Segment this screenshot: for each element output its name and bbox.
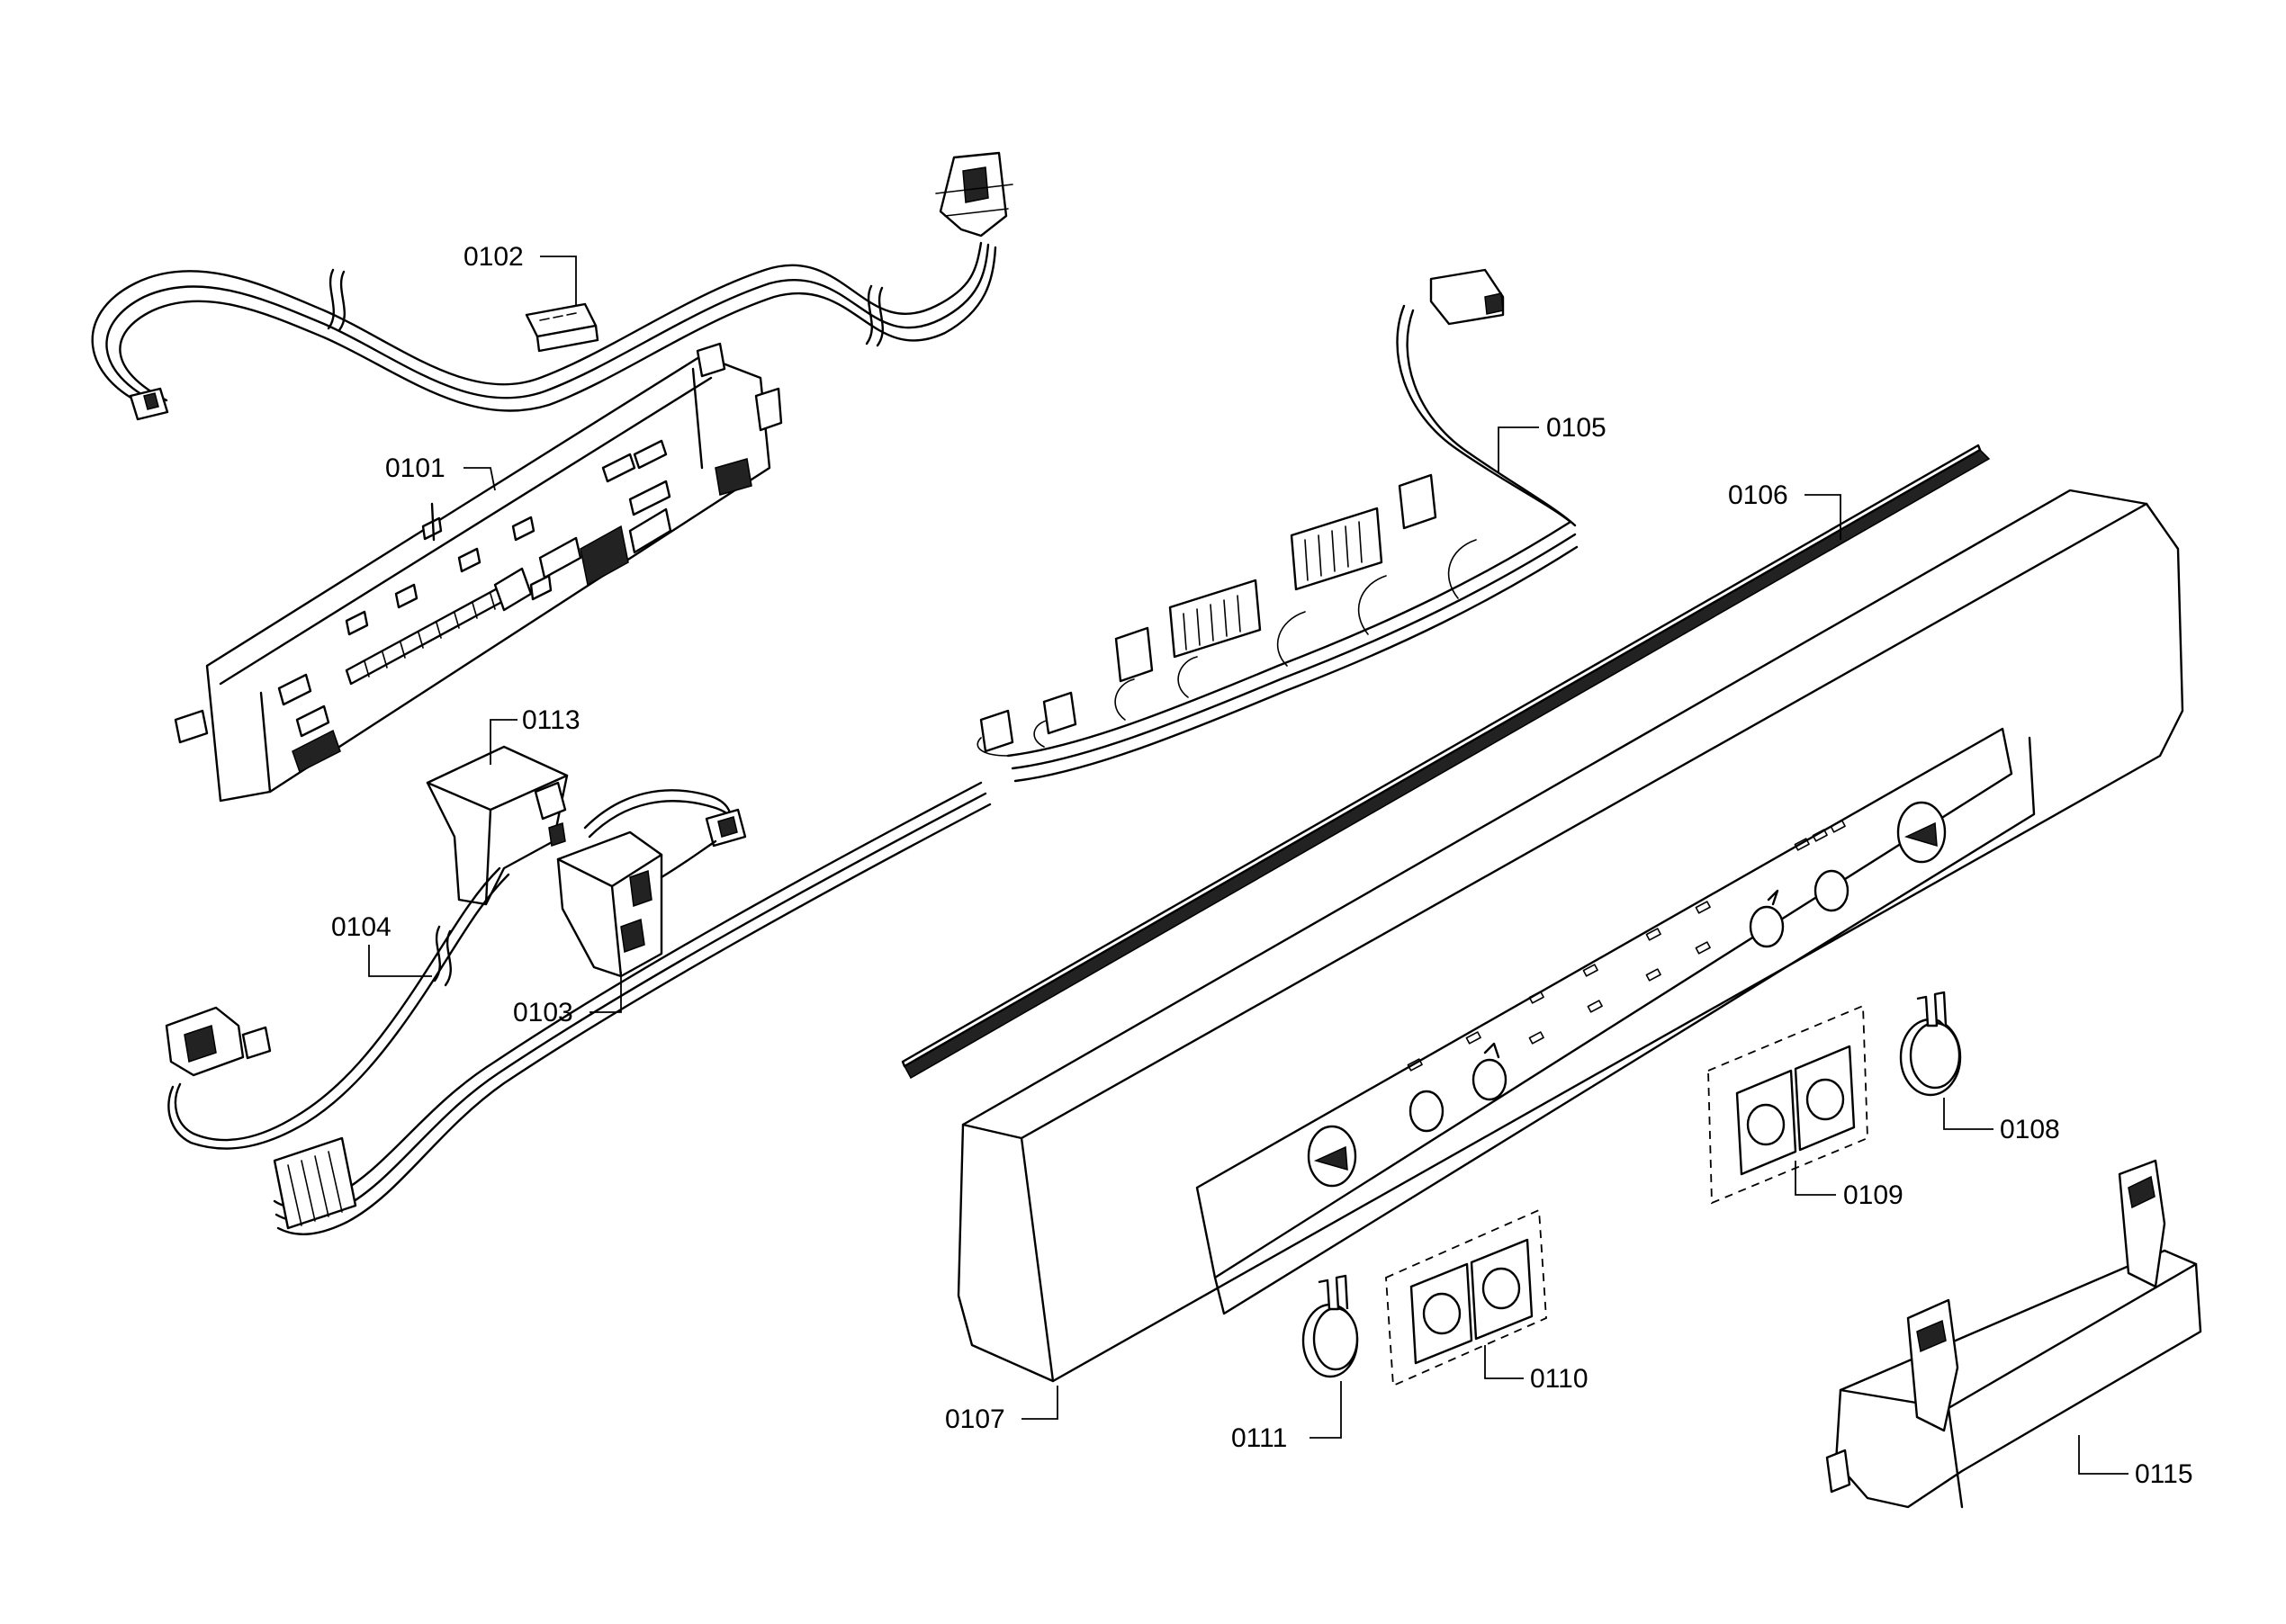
- label-0109: 0109: [1795, 1161, 1904, 1210]
- label-0107: 0107: [945, 1386, 1058, 1434]
- label-0101: 0101: [385, 453, 496, 491]
- label-0106: 0106: [1728, 480, 1841, 540]
- label-text: 0111: [1231, 1423, 1287, 1453]
- label-text: 0106: [1728, 480, 1788, 510]
- label-0102: 0102: [464, 242, 577, 306]
- label-text: 0104: [331, 912, 392, 942]
- label-0110: 0110: [1484, 1345, 1588, 1394]
- label-text: 0108: [2000, 1115, 2060, 1144]
- wire-harness-0105: [976, 268, 1579, 783]
- button-pair-0110: [1385, 1208, 1547, 1387]
- label-text: 0109: [1843, 1180, 1904, 1210]
- wire-harness-long: [273, 781, 992, 1235]
- label-0105: 0105: [1498, 413, 1606, 472]
- knob-0108: [1899, 991, 1962, 1097]
- label-text: 0103: [513, 998, 573, 1027]
- label-0103: 0103: [513, 972, 622, 1027]
- front-panel-0107: [957, 489, 2184, 1383]
- base-bracket-0115: [1825, 1159, 2202, 1509]
- label-text: 0113: [522, 705, 580, 735]
- label-text: 0115: [2135, 1459, 2193, 1489]
- label-0108: 0108: [1943, 1098, 2060, 1144]
- label-text: 0102: [464, 242, 524, 272]
- knob-0111: [1301, 1274, 1359, 1378]
- wire-harness-0102: [91, 151, 1013, 421]
- label-text: 0110: [1530, 1364, 1588, 1394]
- switch-0103: [556, 789, 747, 978]
- trim-strip-0106: [901, 444, 1991, 1080]
- label-text: 0105: [1546, 413, 1606, 443]
- bracket-0113: [426, 745, 569, 906]
- label-text: 0107: [945, 1404, 1005, 1434]
- wire-harness-0104: [165, 866, 510, 1150]
- label-0113: 0113: [490, 705, 580, 765]
- label-text: 0101: [385, 453, 446, 483]
- label-0115: 0115: [2078, 1435, 2193, 1489]
- button-pair-0109: [1707, 1004, 1868, 1205]
- label-0111: 0111: [1231, 1381, 1342, 1453]
- label-0104: 0104: [331, 912, 432, 977]
- control-board-0101: [174, 342, 783, 803]
- indicator-leds: [1407, 820, 1846, 1072]
